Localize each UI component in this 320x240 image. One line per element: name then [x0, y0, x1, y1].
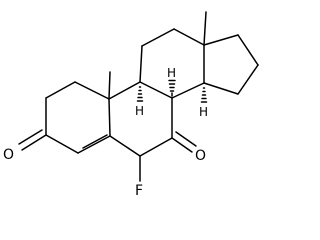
atom-label-o7: O — [195, 148, 206, 164]
bond-c3-c4 — [45, 134, 79, 154]
bond-c3-o3 — [21, 134, 47, 151]
bond-c8-c9 — [139, 81, 173, 99]
bond-c4-c5-inner — [82, 134, 108, 149]
atom-label-h14: H — [199, 105, 208, 119]
bond-c4-c5 — [77, 135, 111, 154]
bond-c11-c12 — [141, 28, 175, 47]
bond-c5-c10 — [108, 98, 111, 137]
hash-bond-h14 — [200, 87, 208, 103]
bond-c5-c6 — [109, 135, 141, 157]
bond-c3-o3-second — [18, 129, 43, 145]
bond-c1-c2 — [45, 81, 76, 99]
hash-bond-h9 — [136, 86, 144, 102]
bond-c7-o7-second — [175, 131, 197, 147]
bond-c9-c11 — [139, 45, 143, 83]
atom-label-h9: H — [135, 104, 144, 118]
atom-label-h8: H — [167, 66, 176, 80]
bond-c12-c13 — [173, 28, 205, 46]
bond-c9-c10 — [108, 81, 141, 100]
atom-label-o3: O — [3, 147, 14, 163]
bond-c17-c16 — [237, 34, 259, 66]
hash-bond-h8 — [168, 79, 176, 97]
bond-c10-c1 — [74, 81, 110, 100]
steroid-structure: O O F H H H — [3, 11, 259, 199]
bond-c13-c17 — [203, 34, 239, 46]
bond-c13-methyl — [203, 11, 207, 46]
atom-label-fluorine: F — [135, 183, 143, 199]
bond-c16-c15 — [237, 64, 259, 95]
bond-c15-c14 — [203, 82, 239, 95]
bond-c7-o7 — [171, 137, 193, 153]
bond-c14-c8 — [171, 82, 205, 99]
bond-c10-methyl — [108, 71, 111, 100]
bond-c6-c7 — [139, 137, 173, 157]
